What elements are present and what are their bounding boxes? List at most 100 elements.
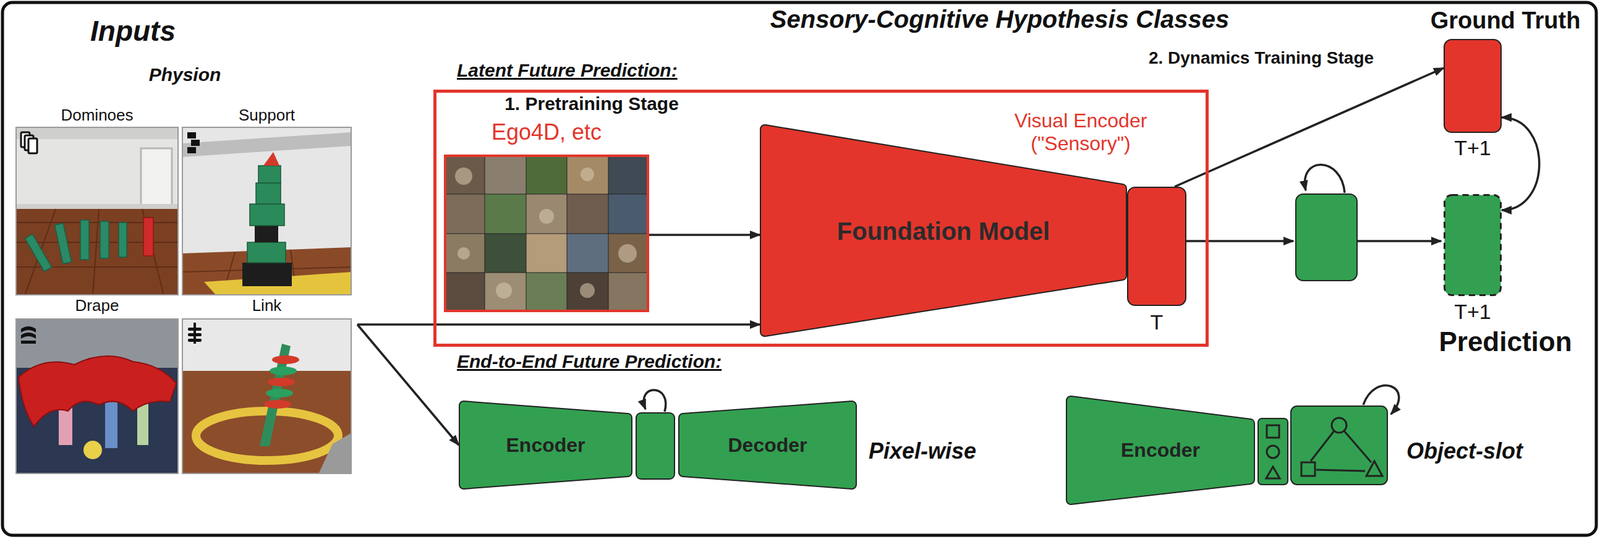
dataset-collage-part [566, 233, 609, 273]
dataset-collage [443, 154, 650, 313]
dataset-collage-outline [445, 155, 648, 311]
dominoes-scene-part-part [15, 266, 179, 268]
input-group: PhysionDominoesSupportDrapeLink [12, 61, 358, 480]
pixel-bottleneck [636, 390, 675, 480]
dataset-collage: Ego4D, etc [443, 119, 650, 313]
object-slots-part [1266, 445, 1280, 459]
dataset-collage-part [526, 233, 567, 273]
node-title: Ego4D, etc [443, 119, 650, 145]
dataset-collage-part [443, 154, 485, 195]
dominoes-scene-part [15, 126, 179, 140]
node-title: Physion [12, 64, 358, 86]
drape-scene-part [83, 440, 103, 460]
scene-thumbnail-frame [182, 127, 352, 295]
link-scene-part [265, 388, 294, 398]
dataset-collage-part-part [443, 272, 650, 274]
scene-thumbnail: Support [181, 106, 352, 296]
dominoes-scene-part [15, 204, 179, 209]
dominoes-scene-part-part [24, 234, 52, 273]
dataset-collage-part [566, 272, 609, 313]
dataset-collage-part [608, 233, 650, 273]
dominoes-scene-part-part [80, 220, 90, 260]
dynamics-model-part [1357, 239, 1442, 243]
dominoes-scene [15, 126, 179, 296]
stage-label: 2. Dynamics Training Stage [1125, 48, 1398, 69]
prediction-token: T+1Prediction [1419, 185, 1592, 362]
node-subtitle: T+1 [1443, 136, 1502, 161]
scene-thumbnail: Drape [15, 296, 179, 475]
dominoes-scene-part-part [15, 221, 179, 224]
dominoes-scene-part-part [24, 208, 56, 296]
object-slots-part-part [1366, 461, 1383, 477]
drape-scene-part-part [21, 332, 36, 339]
support-scene-part [187, 132, 200, 154]
scene-thumbnail-frame [16, 127, 179, 295]
dataset-collage-part [443, 154, 650, 313]
object-slots-part-part [1344, 430, 1372, 463]
dataset-collage-part [526, 272, 567, 313]
support-scene-part-part [187, 147, 196, 154]
section-heading: Inputs [61, 14, 205, 48]
support-scene-part-part [187, 132, 196, 139]
ground-truth-token-shape [1443, 38, 1502, 133]
dataset-collage-part-part [495, 282, 512, 299]
dataset-collage-part [526, 194, 567, 234]
dataset-collage-part [455, 167, 637, 299]
link-scene [181, 318, 352, 475]
scene-thumbnail: Dominoes [15, 106, 179, 296]
dynamics-model-part [1305, 164, 1345, 193]
dataset-collage-part-part [539, 208, 554, 224]
drape-scene-part [137, 401, 149, 446]
object-slots-part [1258, 418, 1288, 485]
dataset-collage-part [443, 194, 485, 234]
link-scene-part-part [187, 338, 202, 342]
support-scene-part [181, 132, 352, 158]
dominoes-scene-part [21, 132, 38, 154]
object-slots-part [1266, 466, 1280, 479]
drape-scene [15, 318, 179, 475]
support-scene-part [255, 182, 281, 205]
node-title: T [1127, 310, 1187, 335]
ground-truth-token: Ground TruthT+1 [1419, 7, 1592, 169]
dataset-collage-part-part [443, 194, 650, 195]
scene-thumbnail: Link [181, 296, 352, 475]
drape-scene-part-part [21, 326, 36, 333]
support-scene-part [181, 126, 352, 296]
object-slots [1258, 385, 1400, 485]
encoder-block: Encoder [458, 400, 633, 490]
prediction-token-shape [1443, 194, 1502, 297]
foundation-model: Foundation Model [759, 124, 1128, 337]
dataset-collage-part [484, 233, 527, 273]
link-scene-part-part [187, 333, 202, 337]
pretraining-stage-box-outline [435, 91, 1208, 346]
flow-arrow [1501, 117, 1540, 211]
dataset-collage-part [443, 233, 485, 273]
model-class-label: Object-slot [1406, 438, 1580, 464]
link-scene-part-part [187, 327, 202, 331]
object-slots-part [1301, 417, 1383, 477]
dominoes-scene-part-part [142, 208, 164, 296]
dominoes-scene-part-part [92, 208, 99, 296]
latent-token-outline [1127, 187, 1186, 306]
dataset-collage-part [443, 272, 485, 313]
support-scene-part [258, 165, 281, 183]
dominoes-scene-part-part [100, 221, 109, 259]
object-slots-part [1363, 385, 1400, 415]
node-title: Dominoes [15, 106, 179, 125]
group-heading: Latent Future Prediction: [456, 59, 779, 82]
node-title: 1. Pretraining Stage [474, 93, 710, 115]
dataset-collage-shape [443, 154, 650, 313]
dominoes-scene-part [15, 126, 179, 296]
node-subtitle: Prediction [1419, 326, 1592, 358]
dataset-collage-part [484, 272, 527, 313]
support-scene [181, 126, 352, 296]
node-title: Link [181, 296, 352, 316]
object-slots-part-part [1310, 430, 1335, 462]
dataset-collage-part [566, 154, 609, 195]
support-scene-part [247, 242, 286, 263]
dataset-collage-part [608, 272, 650, 313]
link-scene-part [263, 400, 292, 409]
decoder-block: Decoder [678, 400, 857, 490]
flow-arrow [1174, 68, 1444, 187]
